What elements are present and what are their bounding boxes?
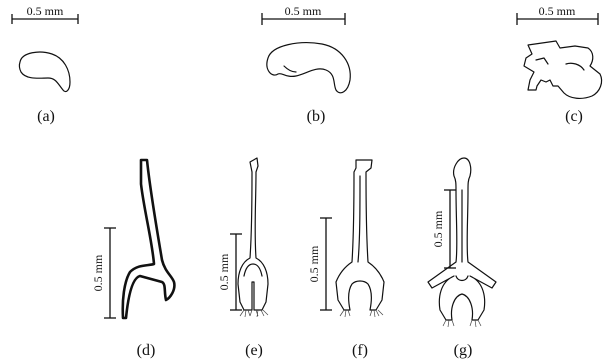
scale-bar-b-label: 0.5 mm bbox=[285, 4, 322, 18]
panel-label-a: (a) bbox=[37, 108, 55, 125]
panel-a: 0.5 mm (a) bbox=[12, 4, 78, 125]
specimen-a-outline bbox=[19, 52, 70, 92]
specimen-b-fold bbox=[284, 66, 296, 72]
scale-bar-d-label: 0.5 mm bbox=[91, 254, 105, 291]
scale-bar-a-label: 0.5 mm bbox=[27, 4, 64, 18]
scale-bar-g-label: 0.5 mm bbox=[431, 210, 445, 247]
specimen-c-inner-lines bbox=[536, 58, 584, 70]
specimen-f-midrib bbox=[358, 176, 360, 262]
specimen-d-outline bbox=[123, 160, 175, 318]
specimen-e-outline bbox=[238, 158, 268, 310]
panel-label-g: (g) bbox=[454, 342, 473, 359]
panel-label-d: (d) bbox=[137, 342, 156, 359]
specimen-e-inner bbox=[244, 264, 262, 276]
panel-e: 0.5 mm (e) bbox=[217, 158, 268, 359]
panel-c: 0.5 mm (c) bbox=[517, 4, 602, 125]
specimen-g-bristles bbox=[443, 320, 481, 327]
specimen-f-bristles bbox=[340, 310, 383, 317]
panel-label-f: (f) bbox=[352, 342, 368, 359]
scale-bar-f-label: 0.5 mm bbox=[307, 245, 321, 282]
specimen-g-inner bbox=[456, 190, 468, 281]
specimen-c-outline bbox=[524, 41, 602, 98]
panel-b: 0.5 mm (b) bbox=[262, 4, 350, 125]
panel-label-b: (b) bbox=[307, 108, 326, 125]
specimen-e-bristles bbox=[240, 310, 268, 317]
panel-d: 0.5 mm (d) bbox=[91, 160, 174, 359]
specimen-b-outline bbox=[267, 43, 350, 93]
panel-f: 0.5 mm (f) bbox=[307, 160, 384, 359]
scale-bar-e-label: 0.5 mm bbox=[217, 253, 231, 290]
panel-g: 0.5 mm (g) bbox=[428, 158, 496, 359]
scale-bar-c-label: 0.5 mm bbox=[539, 4, 576, 18]
panel-label-c: (c) bbox=[565, 108, 583, 125]
panel-label-e: (e) bbox=[245, 342, 263, 359]
